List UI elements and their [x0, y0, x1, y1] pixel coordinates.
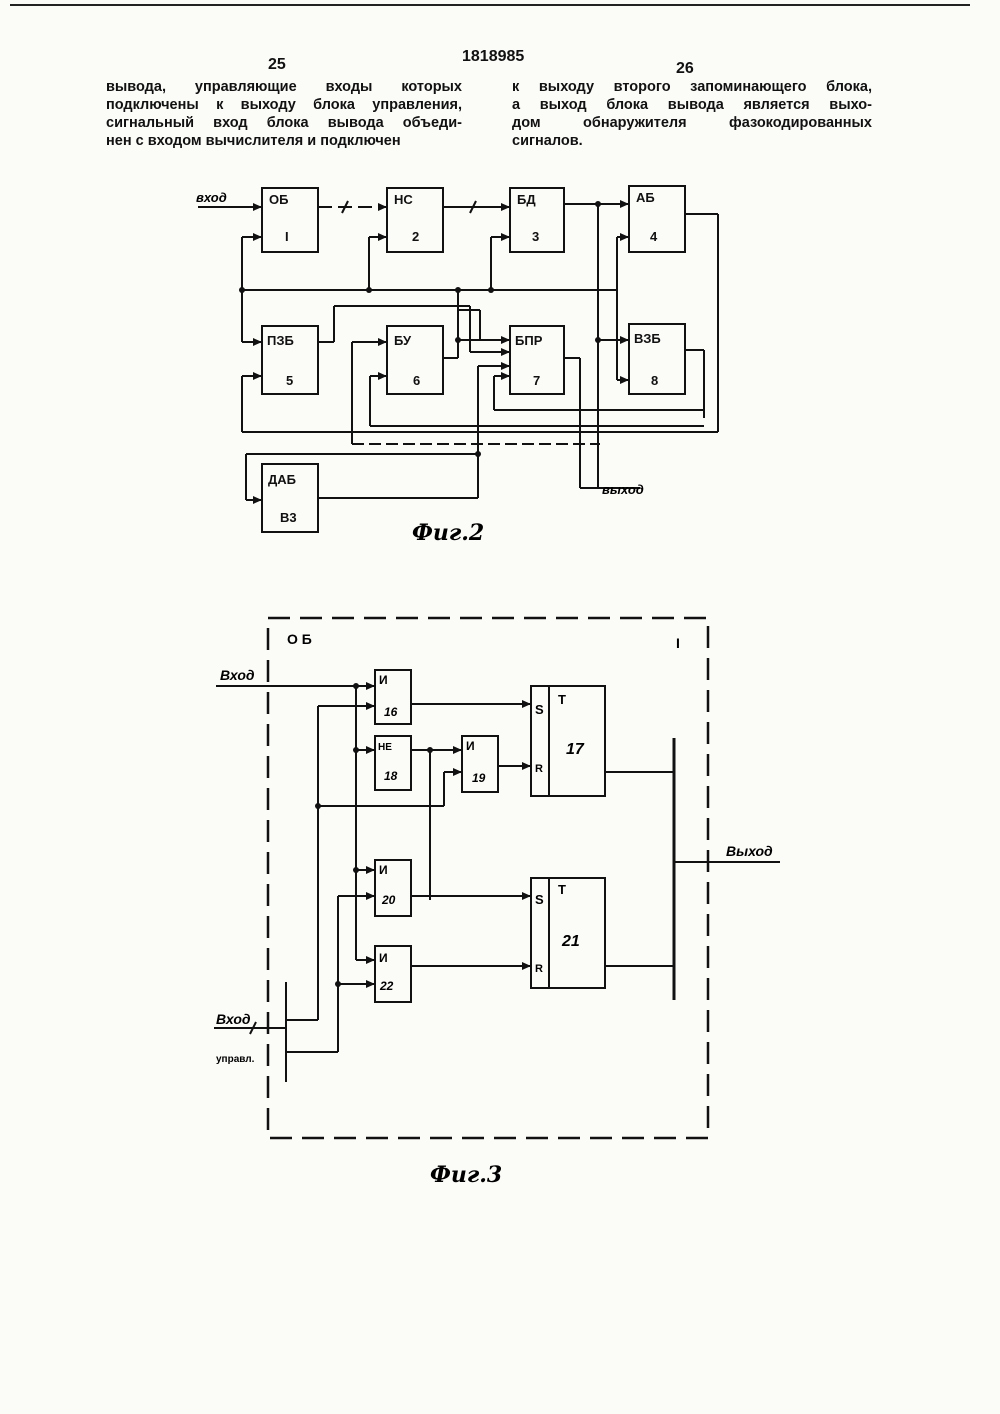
fig2-caption: Фиг.2	[412, 520, 484, 546]
gate-type: НЕ	[378, 742, 392, 753]
fig2-input-label: вход	[196, 190, 227, 205]
gate-number: 18	[384, 769, 398, 783]
trigger-s-label: S	[535, 892, 544, 907]
trigger-t-label: T	[558, 692, 566, 707]
trigger-number: 21	[561, 933, 580, 950]
ob-dashed-frame	[268, 618, 708, 1138]
fig3-output-label: Выход	[726, 843, 773, 859]
trigger-s-label: S	[535, 702, 544, 717]
block-label: ВЗБ	[634, 331, 661, 346]
fig3-caption: Фиг.3	[430, 1162, 502, 1188]
block-number: 8	[651, 373, 658, 388]
block-label: БД	[517, 192, 536, 207]
block-label: БПР	[515, 333, 543, 348]
fig3-control-input-label: Вход	[216, 1011, 251, 1027]
fig3-frame-title: О Б	[287, 631, 312, 647]
block-label: ПЗБ	[267, 333, 294, 348]
gate-type: И	[379, 673, 388, 687]
gate-number: 19	[472, 771, 486, 785]
gate-number: 20	[381, 893, 396, 907]
block-number: 4	[650, 229, 658, 244]
block-label: АБ	[636, 190, 655, 205]
gate-type: И	[379, 951, 388, 965]
fig3-frame-number: I	[676, 635, 680, 651]
block-number: 7	[533, 373, 540, 388]
figure-3-diagram: О Б I Вход Вход управл. Выход И 16 НЕ 18…	[0, 600, 1000, 1200]
fig2-output-label: выход	[602, 482, 644, 497]
figure-2-diagram: ОБ I НС 2 БД 3 АБ 4 ПЗБ 5 БУ 6 БПР 7 ВЗБ…	[0, 0, 1000, 560]
block-number: 5	[286, 373, 293, 388]
block-number: 2	[412, 229, 419, 244]
gate-type: И	[466, 739, 475, 753]
block-number: В3	[280, 510, 297, 525]
block-number: 3	[532, 229, 539, 244]
fig3-control-input-sub: управл.	[216, 1054, 255, 1065]
block-number: 6	[413, 373, 420, 388]
block-number: I	[285, 229, 289, 244]
gate-type: И	[379, 863, 388, 877]
trigger-r-label: R	[535, 963, 543, 975]
block-label: ОБ	[269, 192, 288, 207]
trigger-r-label: R	[535, 763, 543, 775]
gate-number: 16	[384, 705, 398, 719]
block-label: НС	[394, 192, 413, 207]
block-label: ДАБ	[268, 472, 296, 487]
fig3-input-label: Вход	[220, 667, 255, 683]
trigger-number: 17	[566, 741, 585, 758]
trigger-t-label: T	[558, 882, 566, 897]
gate-number: 22	[379, 979, 394, 993]
block-label: БУ	[394, 333, 412, 348]
